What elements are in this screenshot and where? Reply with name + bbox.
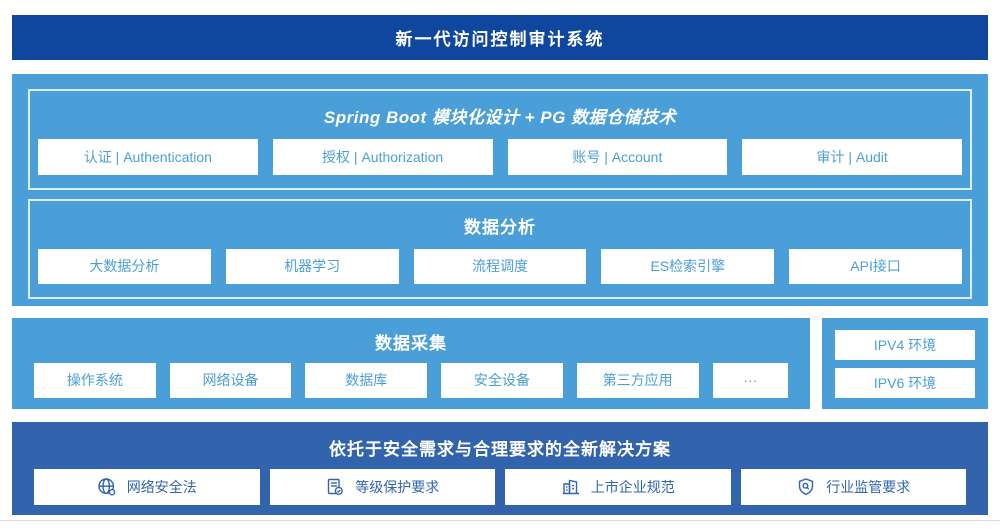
cell-api-interface: API接口 <box>789 249 962 284</box>
cell-machine-learning: 机器学习 <box>225 249 399 284</box>
solution-cells: 网络安全法 等级保护要求 <box>12 469 988 505</box>
spring-boot-section: Spring Boot 模块化设计 + PG 数据仓储技术 认证 | Authe… <box>28 89 972 190</box>
solution-item-label: 上市企业规范 <box>590 479 675 495</box>
cell-authentication: 认证 | Authentication <box>38 139 258 175</box>
cell-database: 数据库 <box>305 363 428 398</box>
cell-process-scheduling: 流程调度 <box>413 249 587 284</box>
globe-icon <box>97 477 117 497</box>
cell-ipv4-environment: IPV4 环境 <box>835 329 975 360</box>
cell-security-devices: 安全设备 <box>441 363 563 398</box>
cell-audit: 审计 | Audit <box>742 139 962 175</box>
solution-item-label: 网络安全法 <box>126 479 197 495</box>
cell-es-search-engine: ES检索引擎 <box>601 249 775 284</box>
data-analysis-section-title: 数据分析 <box>464 218 536 237</box>
cell-third-party-apps: 第三方应用 <box>576 363 699 398</box>
solution-item-label: 等级保护要求 <box>355 479 440 495</box>
solution-title: 依托于安全需求与合理要求的全新解决方案 <box>329 440 671 459</box>
data-analysis-section: 数据分析 大数据分析 机器学习 流程调度 ES检索引擎 API接口 <box>28 199 972 299</box>
spring-boot-cells: 认证 | Authentication 授权 | Authorization 账… <box>30 139 970 188</box>
spring-boot-section-title: Spring Boot 模块化设计 + PG 数据仓储技术 <box>323 108 677 127</box>
page-title-banner: 新一代访问控制审计系统 <box>12 15 988 60</box>
page-edge-divider <box>0 520 1000 521</box>
document-check-icon <box>325 477 345 497</box>
cell-cybersecurity-law: 网络安全法 <box>34 469 260 505</box>
data-collection-cells: 操作系统 网络设备 数据库 安全设备 第三方应用 ··· <box>12 363 810 398</box>
cell-authorization: 授权 | Authorization <box>272 139 493 175</box>
cell-industry-regulation: 行业监管要求 <box>740 469 966 505</box>
cell-ipv6-environment: IPV6 环境 <box>835 367 975 398</box>
buildings-icon <box>561 477 581 497</box>
page-title: 新一代访问控制审计系统 <box>395 30 605 49</box>
cell-ellipsis: ··· <box>712 363 788 398</box>
cell-operating-system: 操作系统 <box>34 363 156 398</box>
cell-network-devices: 网络设备 <box>169 363 292 398</box>
environment-panel: IPV4 环境 IPV6 环境 <box>822 318 988 409</box>
data-analysis-cells: 大数据分析 机器学习 流程调度 ES检索引擎 API接口 <box>30 249 970 297</box>
cell-listed-company-standards: 上市企业规范 <box>505 469 731 505</box>
cell-big-data-analysis: 大数据分析 <box>38 249 211 284</box>
shield-search-icon <box>796 477 816 497</box>
data-collection-title: 数据采集 <box>375 334 447 353</box>
cell-account: 账号 | Account <box>507 139 728 175</box>
solution-panel: 依托于安全需求与合理要求的全新解决方案 网络安全法 <box>12 422 988 515</box>
solution-item-label: 行业监管要求 <box>826 479 911 495</box>
platform-panel: Spring Boot 模块化设计 + PG 数据仓储技术 认证 | Authe… <box>12 74 988 306</box>
cell-classified-protection: 等级保护要求 <box>269 469 495 505</box>
data-collection-panel: 数据采集 操作系统 网络设备 数据库 安全设备 第三方应用 ··· <box>12 318 810 409</box>
